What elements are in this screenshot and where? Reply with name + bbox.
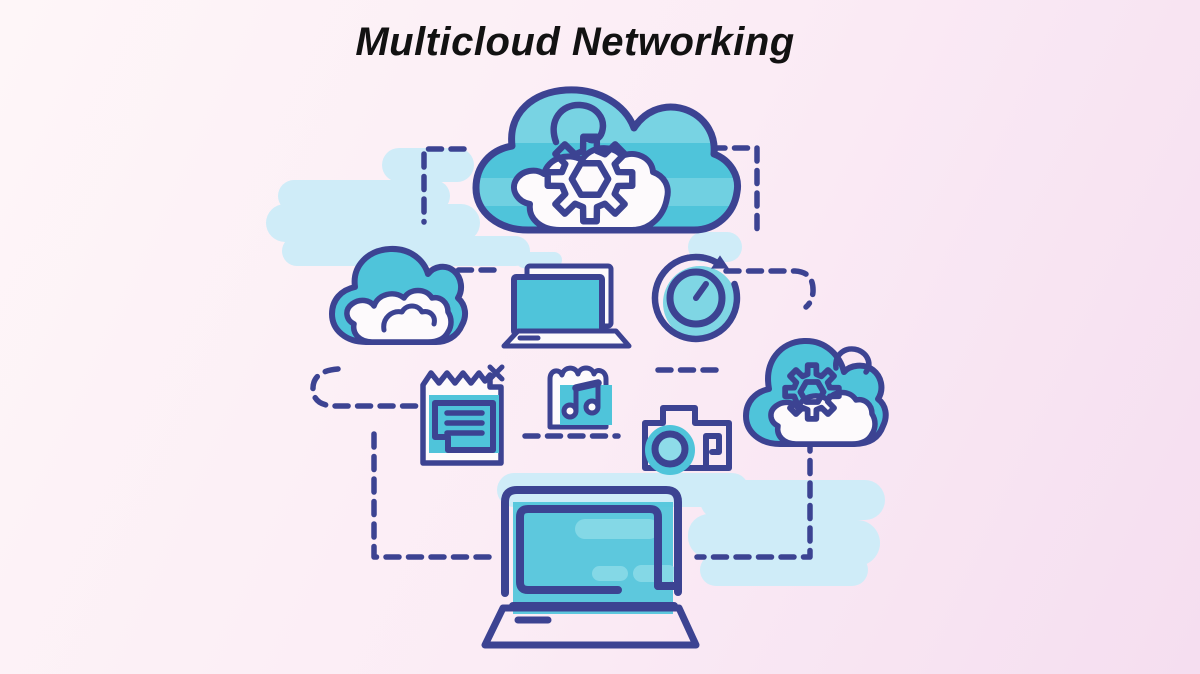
laptop-large-outer-frame [501,486,682,597]
document-text-lines [444,410,485,436]
background-blobs [266,148,885,586]
connector-timer-curve [723,268,816,310]
torn-document-icon [420,364,505,466]
timer-hand [693,281,709,301]
inner-cloud-detail [381,303,437,333]
sync-timer-icon [651,253,741,343]
sync-arrowhead [711,255,729,269]
cloud-left-icon [329,245,469,345]
laptop-large-icon [481,486,700,649]
connector-top-right [709,145,760,233]
laptop-small-icon [501,263,632,349]
laptop-small-screen [511,274,605,336]
laptop-large-base [481,604,700,649]
sync-arrow-arc [651,253,741,343]
connector-bottom-left [371,431,498,560]
cloud-gear-top-icon [472,86,742,234]
camera-icon [642,405,732,475]
page-title: Multicloud Networking [355,20,795,64]
connector-left-curl [310,366,420,409]
connector-top-left [421,146,467,225]
laptop-small-base [501,328,632,349]
laptop-large-inner-screen [516,505,662,594]
cloud-gear-right-icon [743,338,889,447]
connector-bottom-right [694,435,813,560]
music-note [561,379,602,420]
dashed-connectors [310,145,816,560]
music-file-icon [547,365,612,430]
x-mark-icon [487,364,505,382]
cloud-curl-detail [833,346,872,375]
laptop-large-screen-fill [513,502,673,614]
